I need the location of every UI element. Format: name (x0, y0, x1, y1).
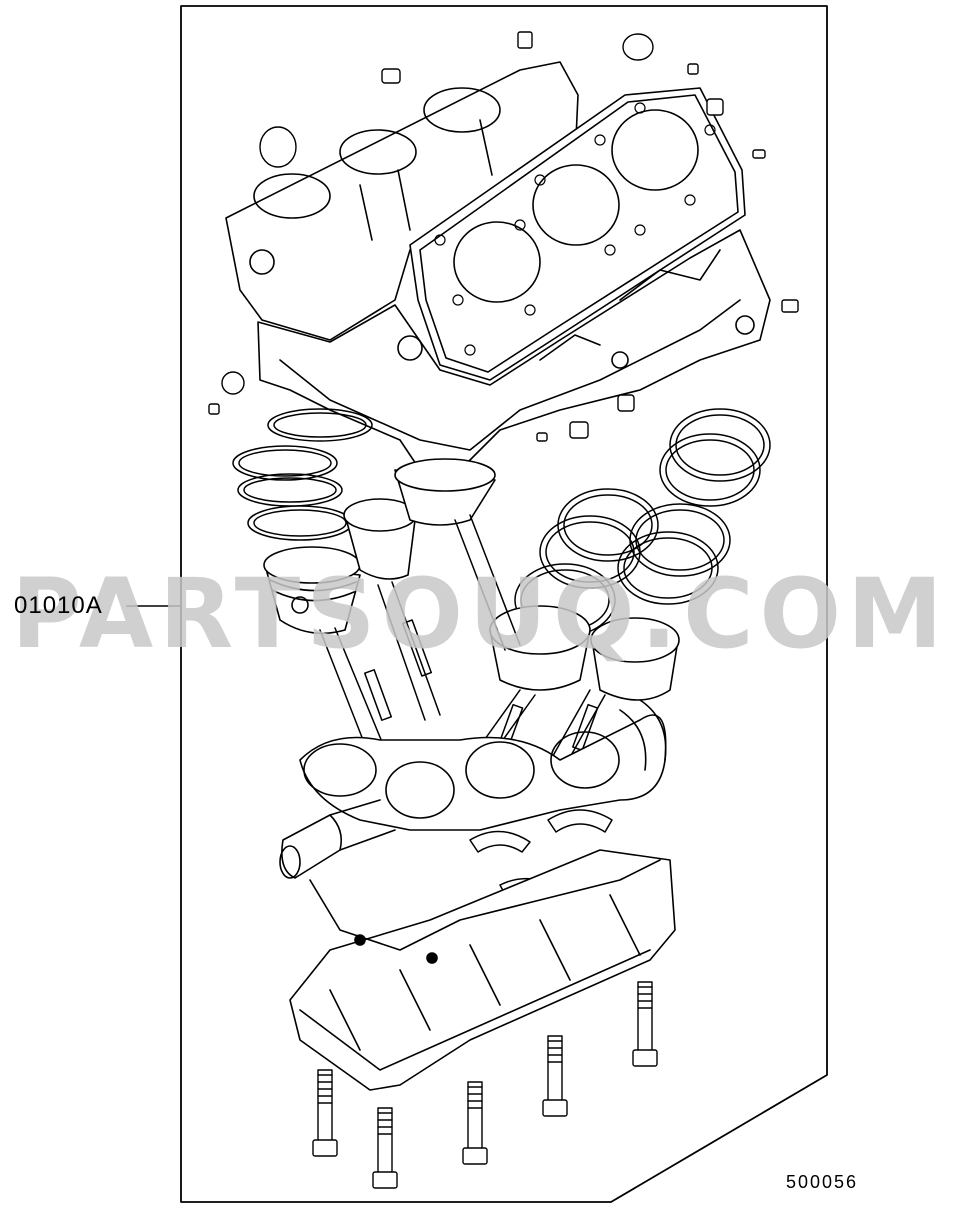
assembly-boundary-frame (180, 5, 828, 1203)
pistons-left-bank (263, 458, 496, 635)
main-bearing-bolts (312, 981, 658, 1189)
piston-rings-right-bank (514, 408, 771, 637)
plugs-and-dowels (208, 31, 799, 442)
cylinder-block (225, 61, 771, 471)
bearing-cap-ladder-frame (289, 849, 676, 1091)
figure-code: 500056 (786, 1172, 859, 1192)
part-callout-label[interactable]: 01010A (14, 592, 103, 619)
piston-rings-left-bank (232, 408, 373, 541)
pistons-right-bank (489, 605, 680, 701)
crankshaft (279, 699, 667, 879)
